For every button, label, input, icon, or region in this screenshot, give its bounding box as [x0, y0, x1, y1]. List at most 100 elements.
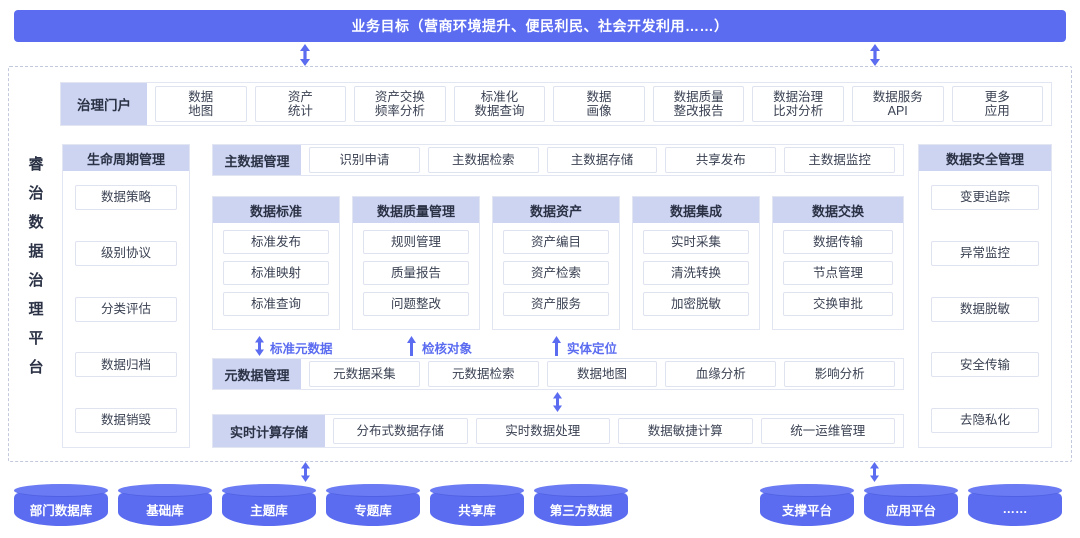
- metadata-management-row: 元数据管理 元数据采集 元数据检索 数据地图 血缘分析 影响分析: [212, 358, 904, 390]
- security-item-change-tracking[interactable]: 变更追踪: [931, 185, 1039, 210]
- portal-item-standard-query[interactable]: 标准化 数据查询: [453, 86, 546, 122]
- column-items-data-quality: 规则管理 质量报告 问题整改: [353, 223, 479, 323]
- source-label: 部门数据库: [29, 503, 93, 518]
- source-label: 第三方数据: [549, 503, 613, 518]
- realtime-item-unified-ops[interactable]: 统一运维管理: [760, 418, 895, 444]
- source-cylinder-basic-db[interactable]: 基础库: [118, 484, 212, 526]
- metadata-item-data-map[interactable]: 数据地图: [546, 361, 658, 387]
- master-data-items: 识别申请 主数据检索 主数据存储 共享发布 主数据监控: [301, 145, 903, 175]
- column-item-rule-management[interactable]: 规则管理: [363, 230, 469, 254]
- platform-label: ……: [1002, 502, 1028, 516]
- metadata-item-collect[interactable]: 元数据采集: [309, 361, 420, 387]
- column-card-data-standard: 数据标准 标准发布 标准映射 标准查询: [212, 196, 340, 330]
- platform-label: 应用平台: [885, 503, 936, 518]
- vtitle-char: 睿: [28, 156, 44, 173]
- portal-item-compare-analysis[interactable]: 数据治理 比对分析: [752, 86, 844, 122]
- column-header-data-integration: 数据集成: [633, 197, 759, 223]
- portal-item-data-profile[interactable]: 数据 画像: [553, 86, 645, 122]
- platform-cylinder-support[interactable]: 支撑平台: [760, 484, 854, 526]
- portal-item-quality-report[interactable]: 数据质量 整改报告: [652, 86, 745, 122]
- vtitle-char: 平: [28, 330, 44, 347]
- column-item-node-management[interactable]: 节点管理: [783, 261, 893, 285]
- source-label: 基础库: [146, 503, 184, 518]
- metadata-item-lineage[interactable]: 血缘分析: [665, 361, 777, 387]
- security-items: 变更追踪 异常监控 数据脱敏 安全传输 去隐私化: [919, 171, 1051, 447]
- portal-item-exchange-frequency[interactable]: 资产交换 频率分析: [354, 86, 446, 122]
- column-item-clean-transform[interactable]: 清洗转换: [643, 261, 749, 285]
- master-data-item-identify[interactable]: 识别申请: [309, 147, 420, 173]
- realtime-compute-row: 实时计算存储 分布式数据存储 实时数据处理 数据敏捷计算 统一运维管理: [212, 414, 904, 448]
- annotation-label: 实体定位: [567, 342, 618, 356]
- portal-item-more-apps[interactable]: 更多 应用: [951, 86, 1044, 122]
- lifecycle-item-data-policy[interactable]: 数据策略: [75, 185, 177, 210]
- lifecycle-item-classification[interactable]: 分类评估: [75, 296, 177, 322]
- up-arrow-icon: [551, 336, 562, 359]
- column-item-asset-search[interactable]: 资产检索: [503, 261, 609, 285]
- annotation-label: 检核对象: [422, 342, 473, 356]
- vtitle-char: 台: [28, 359, 44, 376]
- column-header-data-exchange: 数据交换: [773, 197, 903, 223]
- lifecycle-item-destroy[interactable]: 数据销毁: [75, 408, 177, 433]
- source-cylinder-subject-db[interactable]: 主题库: [222, 484, 316, 526]
- column-item-standard-publish[interactable]: 标准发布: [223, 230, 329, 254]
- arrow-banner-right: [869, 44, 881, 66]
- annotation-label: 标准元数据: [270, 342, 333, 356]
- realtime-header: 实时计算存储: [213, 415, 325, 447]
- master-data-header: 主数据管理: [213, 145, 301, 175]
- vtitle-char: 数: [28, 214, 44, 231]
- column-item-standard-query[interactable]: 标准查询: [223, 292, 329, 316]
- lifecycle-item-sla[interactable]: 级别协议: [75, 240, 177, 266]
- security-item-de-identify[interactable]: 去隐私化: [931, 408, 1039, 433]
- lifecycle-item-archive[interactable]: 数据归档: [75, 352, 177, 378]
- column-item-data-transfer[interactable]: 数据传输: [783, 230, 893, 254]
- realtime-item-stream-processing[interactable]: 实时数据处理: [475, 418, 610, 444]
- column-header-data-standard: 数据标准: [213, 197, 339, 223]
- column-items-data-asset: 资产编目 资产检索 资产服务: [493, 223, 619, 323]
- column-header-data-quality: 数据质量管理: [353, 197, 479, 223]
- source-cylinder-dept-db[interactable]: 部门数据库: [14, 484, 108, 526]
- source-cylinder-shared-db[interactable]: 共享库: [430, 484, 524, 526]
- column-item-issue-fix[interactable]: 问题整改: [363, 292, 469, 316]
- arrow-platform-to-sources-right: [869, 462, 881, 482]
- metadata-items: 元数据采集 元数据检索 数据地图 血缘分析 影响分析: [301, 359, 903, 389]
- portal-items: 数据 地图 资产 统计 资产交换 频率分析 标准化 数据查询 数据 画像 数据质…: [147, 83, 1051, 125]
- portal-item-data-map[interactable]: 数据 地图: [155, 86, 247, 122]
- lifecycle-management-card: 生命周期管理 数据策略 级别协议 分类评估 数据归档 数据销毁: [62, 144, 190, 448]
- vtitle-char: 理: [28, 301, 44, 318]
- portal-item-data-service-api[interactable]: 数据服务 API: [851, 86, 944, 122]
- platform-cylinder-application[interactable]: 应用平台: [864, 484, 958, 526]
- column-item-quality-report[interactable]: 质量报告: [363, 261, 469, 285]
- vtitle-char: 据: [28, 243, 44, 260]
- column-item-standard-mapping[interactable]: 标准映射: [223, 261, 329, 285]
- column-items-data-standard: 标准发布 标准映射 标准查询: [213, 223, 339, 323]
- portal-item-asset-stats[interactable]: 资产 统计: [254, 86, 347, 122]
- column-item-asset-catalog[interactable]: 资产编目: [503, 230, 609, 254]
- column-item-exchange-approval[interactable]: 交换审批: [783, 292, 893, 316]
- master-data-item-search[interactable]: 主数据检索: [427, 147, 539, 173]
- column-item-asset-service[interactable]: 资产服务: [503, 292, 609, 316]
- annotation-standard-metadata: 标准元数据: [254, 336, 333, 359]
- master-data-item-publish[interactable]: 共享发布: [665, 147, 777, 173]
- arrow-platform-to-sources-left: [300, 462, 312, 482]
- column-item-realtime-collect[interactable]: 实时采集: [643, 230, 749, 254]
- business-goal-title: 业务目标（营商环境提升、便民利民、社会开发利用……）: [351, 18, 729, 34]
- column-card-data-exchange: 数据交换 数据传输 节点管理 交换审批: [772, 196, 904, 330]
- annotation-check-object: 检核对象: [406, 336, 472, 359]
- metadata-item-search[interactable]: 元数据检索: [427, 361, 539, 387]
- source-cylinder-third-party[interactable]: 第三方数据: [534, 484, 628, 526]
- column-item-encrypt-mask[interactable]: 加密脱敏: [643, 292, 749, 316]
- security-item-data-masking[interactable]: 数据脱敏: [931, 296, 1039, 322]
- double-arrow-icon: [254, 336, 265, 359]
- source-cylinder-topic-db[interactable]: 专题库: [326, 484, 420, 526]
- metadata-item-impact[interactable]: 影响分析: [784, 361, 895, 387]
- metadata-header: 元数据管理: [213, 359, 301, 389]
- vtitle-char: 治: [28, 185, 44, 202]
- master-data-item-monitor[interactable]: 主数据监控: [784, 147, 895, 173]
- security-item-secure-transfer[interactable]: 安全传输: [931, 352, 1039, 378]
- realtime-item-agile-compute[interactable]: 数据敏捷计算: [618, 418, 753, 444]
- master-data-item-storage[interactable]: 主数据存储: [546, 147, 658, 173]
- platform-cylinder-more[interactable]: ……: [968, 484, 1062, 526]
- realtime-item-distributed-storage[interactable]: 分布式数据存储: [333, 418, 468, 444]
- security-item-anomaly-monitor[interactable]: 异常监控: [931, 240, 1039, 266]
